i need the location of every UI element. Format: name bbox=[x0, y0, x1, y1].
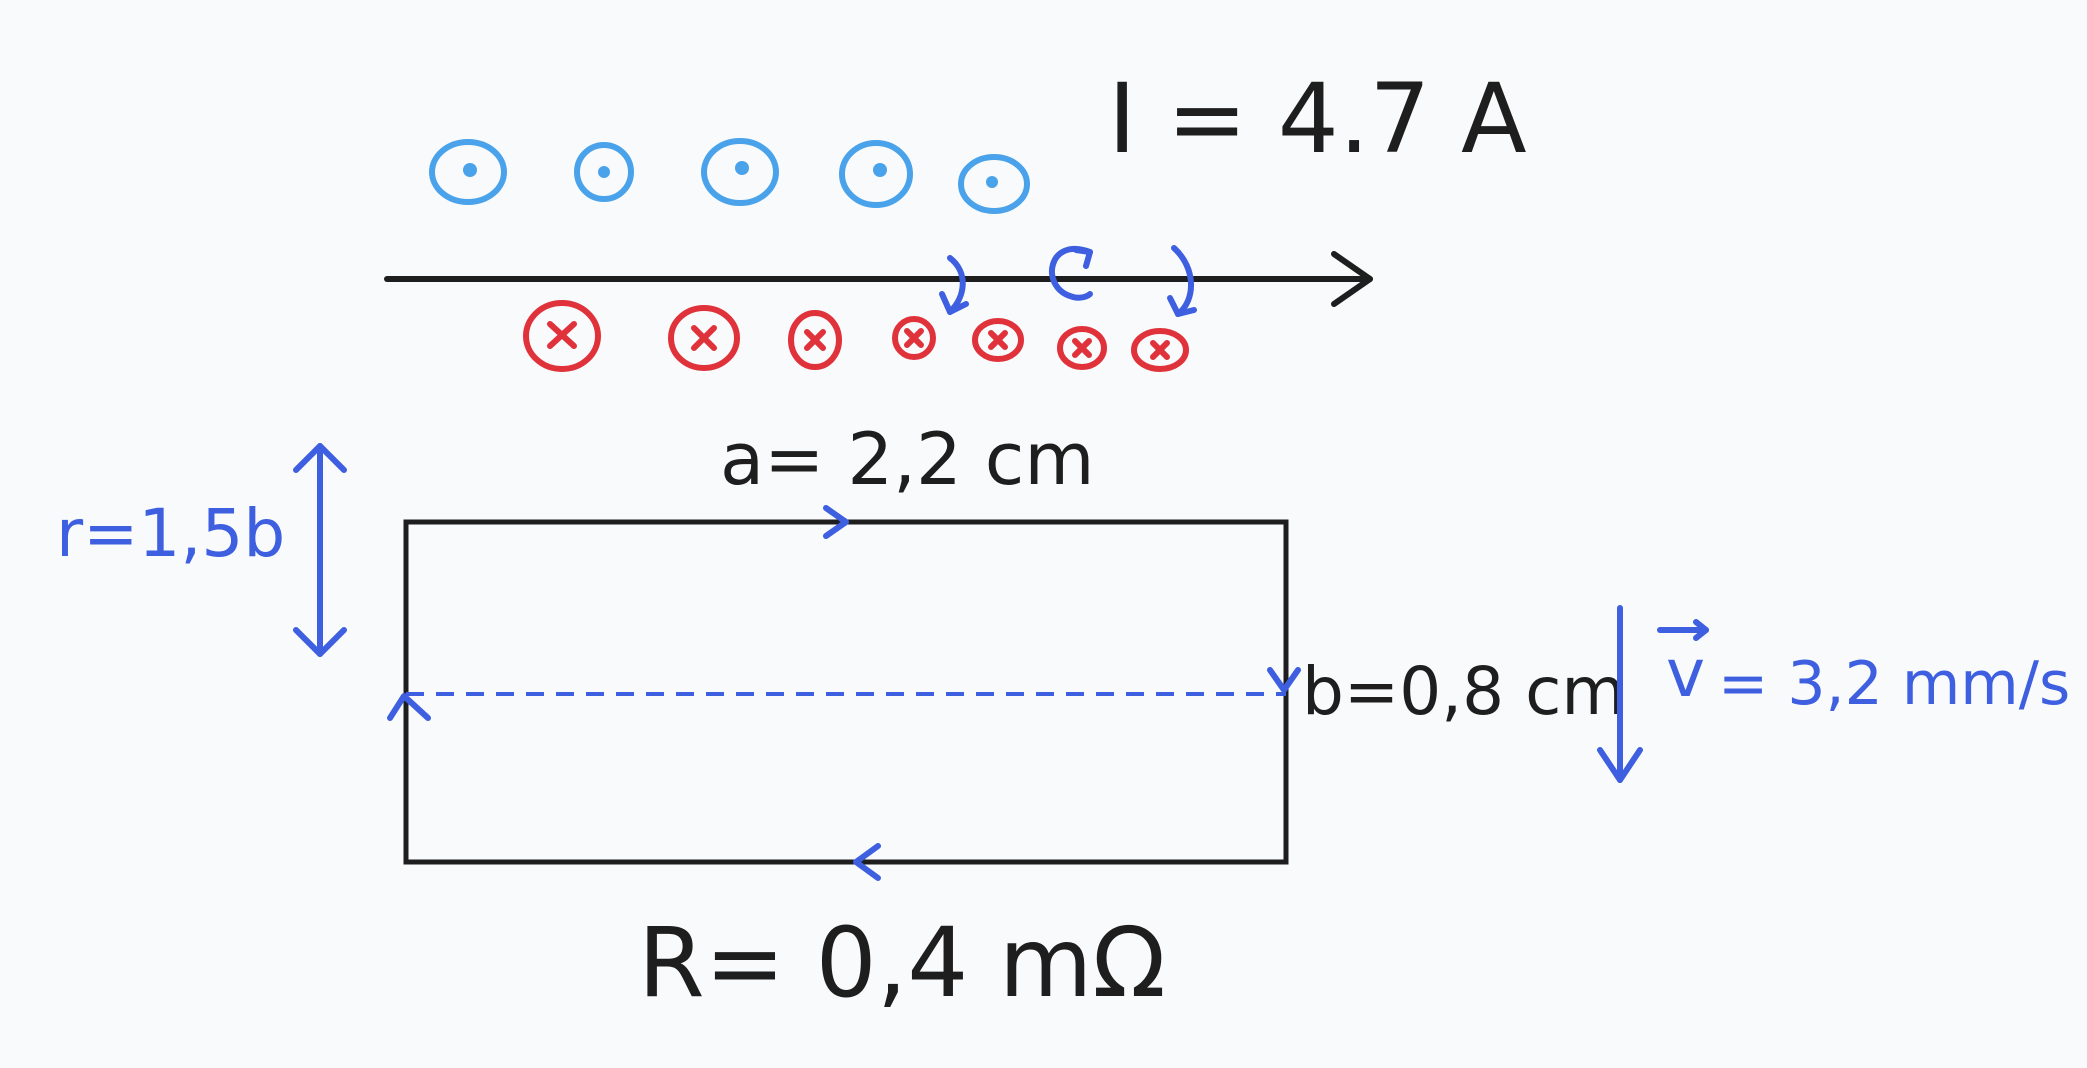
width-label: a= 2,2 cm bbox=[720, 417, 1094, 501]
current-label: I = 4.7 A bbox=[1108, 63, 1527, 175]
field-out-icon bbox=[429, 139, 507, 205]
velocity-label-group: v = 3,2 mm/s bbox=[1657, 619, 2070, 719]
field-out-icon bbox=[958, 154, 1030, 214]
distance-indicator bbox=[293, 443, 347, 657]
velocity-symbol: v bbox=[1666, 635, 1705, 712]
field-out-icon bbox=[701, 138, 779, 206]
field-in-icon bbox=[523, 300, 601, 372]
field-in-icon bbox=[788, 310, 842, 370]
field-out-icon bbox=[574, 142, 634, 202]
field-out-symbols bbox=[429, 138, 1030, 214]
field-in-icon bbox=[892, 316, 936, 360]
field-circulation-arrows bbox=[939, 245, 1197, 317]
field-in-icon bbox=[972, 318, 1024, 362]
velocity-arrow bbox=[1597, 605, 1643, 783]
field-in-icon bbox=[1131, 328, 1189, 372]
loop-current-arrows bbox=[387, 505, 1301, 881]
field-out-icon bbox=[839, 140, 913, 208]
velocity-label: = 3,2 mm/s bbox=[1718, 649, 2070, 719]
height-label: b=0,8 cm bbox=[1302, 653, 1626, 730]
current-wire bbox=[384, 251, 1373, 307]
field-in-symbols bbox=[523, 300, 1189, 372]
field-in-icon bbox=[1057, 326, 1107, 370]
distance-label: r=1,5b bbox=[56, 495, 285, 572]
resistance-label: R= 0,4 mΩ bbox=[638, 907, 1166, 1019]
field-in-icon bbox=[668, 305, 740, 371]
